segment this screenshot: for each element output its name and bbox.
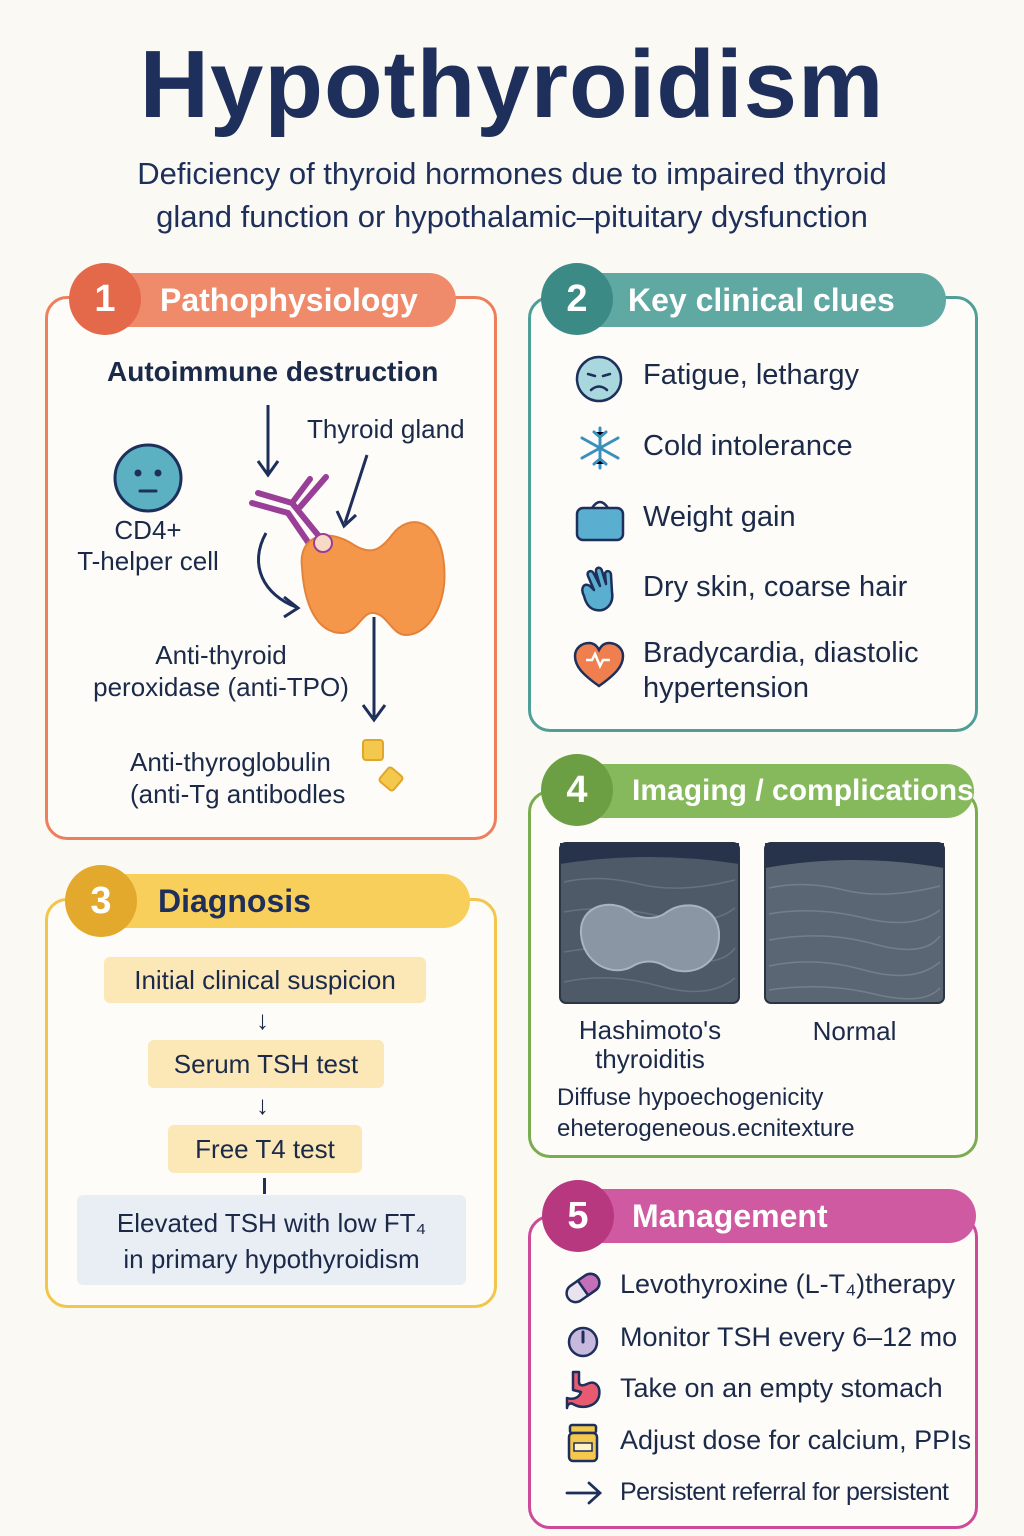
imaging-caption: Diffuse hypoechogenicity eheterogeneous.… xyxy=(557,1084,855,1142)
t-helper-cell-icon xyxy=(113,443,183,513)
diagnosis-result: Elevated TSH with low FT₄ in primary hyp… xyxy=(77,1195,466,1285)
supplement-jar-icon xyxy=(567,1423,599,1463)
diagnosis-header xyxy=(88,874,470,928)
thyroid-gland-icon xyxy=(300,521,446,637)
section-2-badge: 2 xyxy=(541,263,613,335)
step-initial-suspicion: Initial clinical suspicion xyxy=(104,957,426,1003)
page-title: Hypothyroidism xyxy=(139,31,885,138)
anti-tg-label: Anti-thyroglobulin (anti-Tg antibodles xyxy=(130,747,346,809)
pathophysiology-diagram xyxy=(249,405,446,723)
management-empty-stomach: Take on an empty stomach xyxy=(620,1373,943,1403)
anti-tpo-label: Anti-thyroid peroxidase (anti-TPO) xyxy=(93,640,349,702)
diagnosis-title: Diagnosis xyxy=(158,883,311,919)
imaging-title: Imaging / complications xyxy=(632,774,974,807)
section-3-badge: 3 xyxy=(65,865,137,937)
management-levothyroxine: Levothyroxine (L-T₄)therapy xyxy=(620,1269,956,1299)
management-referral: Persistent referral for persistent xyxy=(620,1478,949,1506)
normal-label: Normal xyxy=(812,1016,897,1046)
management-adjust-dose: Adjust dose for calcium, PPIs xyxy=(620,1425,972,1455)
step-serum-tsh: Serum TSH test xyxy=(148,1040,384,1088)
clue-bradycardia: Bradycardia, diastolic hypertension xyxy=(643,637,919,704)
clinical-clues-title: Key clinical clues xyxy=(628,282,895,318)
autoimmune-heading: Autoimmune destruction xyxy=(107,356,439,387)
hashimoto-label: Hashimoto's thyroiditis xyxy=(578,1015,722,1074)
management-monitor-tsh: Monitor TSH every 6–12 mo xyxy=(620,1322,958,1352)
stomach-icon xyxy=(565,1370,601,1410)
pathophysiology-header xyxy=(90,273,456,327)
page-subtitle: Deficiency of thyroid hormones due to im… xyxy=(137,156,887,234)
thyroglobulin-particles-icon xyxy=(362,739,404,792)
snowflake-icon xyxy=(580,426,620,470)
step-free-t4: Free T4 test xyxy=(168,1125,362,1173)
ultrasound-hashimoto-image xyxy=(559,842,740,1004)
clue-weight-gain: Weight gain xyxy=(643,501,796,533)
arrow-right-icon xyxy=(565,1481,603,1505)
clue-dry-skin: Dry skin, coarse hair xyxy=(643,571,908,603)
section-1-badge: 1 xyxy=(69,263,141,335)
clock-icon xyxy=(567,1326,599,1358)
step-connector xyxy=(263,1178,266,1194)
ultrasound-normal-image xyxy=(764,842,945,1004)
hand-icon xyxy=(581,566,614,612)
clue-fatigue: Fatigue, lethargy xyxy=(643,359,860,391)
antibody-icon xyxy=(249,474,329,548)
tired-face-icon xyxy=(575,355,623,403)
management-header xyxy=(572,1189,976,1243)
step-arrow-1: ↓ xyxy=(256,1005,269,1035)
weight-icon xyxy=(575,500,625,542)
management-title: Management xyxy=(632,1198,828,1234)
clue-cold-intolerance: Cold intolerance xyxy=(643,430,853,462)
clinical-clues-header xyxy=(572,273,946,327)
cd4-label: CD4+ T-helper cell xyxy=(77,515,219,576)
imaging-header xyxy=(576,764,974,818)
section-5-badge: 5 xyxy=(542,1180,614,1252)
pathophysiology-title: Pathophysiology xyxy=(160,282,418,318)
step-arrow-2: ↓ xyxy=(256,1090,269,1120)
pill-icon xyxy=(565,1272,601,1304)
section-4-badge: 4 xyxy=(541,754,613,826)
heart-icon xyxy=(573,641,625,688)
thyroid-gland-label: Thyroid gland xyxy=(307,414,465,444)
